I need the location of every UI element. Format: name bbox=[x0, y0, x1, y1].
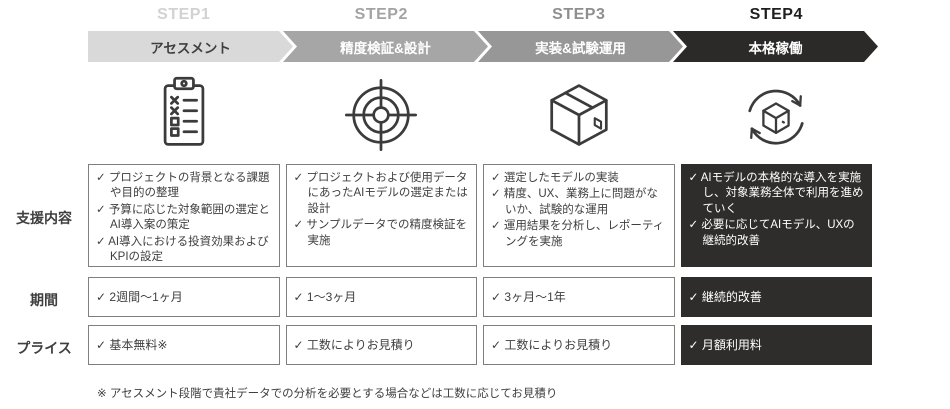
support-cell-step3: ✓ 選定したモデルの実装 ✓ 精度、UX、業務上に問題がないか、試験的な運用 ✓ 運… bbox=[483, 164, 675, 267]
checklist-item: ✓ 月額利用料 bbox=[688, 337, 762, 352]
price-cell-step1: ✓ 基本無料※ bbox=[88, 325, 280, 365]
checklist-item: ✓ 1～3ヶ月 bbox=[293, 289, 357, 304]
row-label-period: 期間 bbox=[30, 292, 58, 308]
checklist-item: ✓ 基本無料※ bbox=[96, 337, 168, 352]
checklist-item: ✓ 3ヶ月～1年 bbox=[491, 289, 566, 304]
checklist-item: ✓ 必要に応じてAIモデル、UXの継続的改善 bbox=[688, 219, 855, 247]
check-icon: ✓ bbox=[688, 289, 699, 304]
support-cell-step2: ✓ プロジェクトおよび使用データにあったAIモデルの選定または設計 ✓ サンプルデ… bbox=[285, 164, 477, 267]
check-icon: ✓ bbox=[491, 188, 501, 201]
checklist-item: ✓ 運用結果を分析し、レポーティングを実施 bbox=[491, 220, 665, 248]
check-icon: ✓ bbox=[491, 220, 501, 233]
phase-arrow-implementation-trial: 実装&試験運用 bbox=[478, 31, 683, 62]
package-box-icon bbox=[483, 70, 675, 160]
phase-arrow-full-operation: 本格稼働 bbox=[673, 31, 878, 62]
check-icon: ✓ bbox=[688, 219, 699, 232]
support-cell-step4: ✓ AIモデルの本格的な導入を実施し、対象業務全体で利用を進めていく ✓ 必要に応… bbox=[680, 164, 872, 267]
row-label-price: プライス bbox=[16, 340, 72, 356]
checklist-item: ✓ 工数によりお見積り bbox=[491, 337, 613, 352]
phase-arrow-assessment: アセスメント bbox=[88, 31, 293, 62]
target-icon bbox=[286, 70, 478, 160]
checklist-item: ✓ AI導入における投資効果およびKPIの設定 bbox=[96, 235, 269, 264]
price-row: ✓ 基本無料※ ✓ 工数によりお見積り ✓ 工数によりお見積り ✓ 月額利用料 bbox=[88, 325, 872, 365]
price-cell-step2: ✓ 工数によりお見積り bbox=[285, 325, 477, 365]
check-icon: ✓ bbox=[96, 289, 107, 304]
checklist-item: ✓ 予算に応じた対象範囲の選定とAI導入案の策定 bbox=[96, 203, 270, 232]
clipboard-checklist-icon bbox=[88, 70, 280, 160]
checklist-item: ✓ 継続的改善 bbox=[688, 289, 762, 304]
check-icon: ✓ bbox=[96, 235, 106, 248]
check-icon: ✓ bbox=[96, 172, 106, 184]
support-content-row: ✓ プロジェクトの背景となる課題や目的の整理 ✓ 予算に応じた対象範囲の選定とAI… bbox=[88, 164, 872, 267]
period-row: ✓ 2週間～1ヶ月 ✓ 1～3ヶ月 ✓ 3ヶ月～1年 ✓ 継続的改善 bbox=[88, 277, 872, 317]
phase-arrow-validation-design: 精度検証&設計 bbox=[283, 31, 488, 62]
check-icon: ✓ bbox=[491, 337, 502, 352]
step2-label: STEP2 bbox=[354, 6, 408, 23]
period-cell-step1: ✓ 2週間～1ヶ月 bbox=[88, 277, 280, 317]
step-icons-row bbox=[88, 70, 872, 160]
row-label-support: 支援内容 bbox=[16, 210, 72, 226]
phase-arrow-band: アセスメント 精度検証&設計 実装&試験運用 本格稼働 bbox=[88, 31, 878, 62]
check-icon: ✓ bbox=[96, 337, 107, 352]
step3-label: STEP3 bbox=[552, 6, 606, 23]
checklist-item: ✓ 精度、UX、業務上に問題がないか、試験的な運用 bbox=[491, 188, 658, 216]
check-icon: ✓ bbox=[293, 219, 304, 232]
deploy-cycle-icon bbox=[681, 70, 873, 160]
check-icon: ✓ bbox=[688, 337, 699, 352]
checklist-item: ✓ サンプルデータでの精度検証を実施 bbox=[293, 219, 468, 247]
support-cell-step1: ✓ プロジェクトの背景となる課題や目的の整理 ✓ 予算に応じた対象範囲の選定とAI… bbox=[88, 164, 280, 267]
check-icon: ✓ bbox=[491, 289, 502, 304]
step1-label: STEP1 bbox=[157, 6, 211, 23]
check-icon: ✓ bbox=[293, 172, 304, 184]
step-labels-row: STEP1 STEP2 STEP3 STEP4 bbox=[88, 3, 872, 27]
checklist-item: ✓ 工数によりお見積り bbox=[293, 337, 415, 352]
check-icon: ✓ bbox=[293, 337, 304, 352]
check-icon: ✓ bbox=[293, 289, 304, 304]
check-icon: ✓ bbox=[688, 172, 699, 184]
period-cell-step4: ✓ 継続的改善 bbox=[680, 277, 872, 317]
check-icon: ✓ bbox=[96, 203, 106, 216]
checklist-item: ✓ 選定したモデルの実装 bbox=[491, 172, 619, 184]
check-icon: ✓ bbox=[491, 172, 501, 184]
price-cell-step4: ✓ 月額利用料 bbox=[680, 325, 872, 365]
step4-label: STEP4 bbox=[749, 6, 803, 23]
checklist-item: ✓ プロジェクトの背景となる課題や目的の整理 bbox=[96, 172, 270, 200]
price-cell-step3: ✓ 工数によりお見積り bbox=[483, 325, 675, 365]
period-cell-step2: ✓ 1～3ヶ月 bbox=[285, 277, 477, 317]
footnote: ※ アセスメント段階で貴社データでの分析を必要とする場合などは工数に応じてお見積… bbox=[97, 388, 558, 400]
checklist-item: ✓ 2週間～1ヶ月 bbox=[96, 289, 183, 304]
period-cell-step3: ✓ 3ヶ月～1年 bbox=[483, 277, 675, 317]
checklist-item: ✓ プロジェクトおよび使用データにあったAIモデルの選定または設計 bbox=[293, 172, 468, 215]
checklist-item: ✓ AIモデルの本格的な導入を実施し、対象業務全体で利用を進めていく bbox=[688, 172, 864, 215]
